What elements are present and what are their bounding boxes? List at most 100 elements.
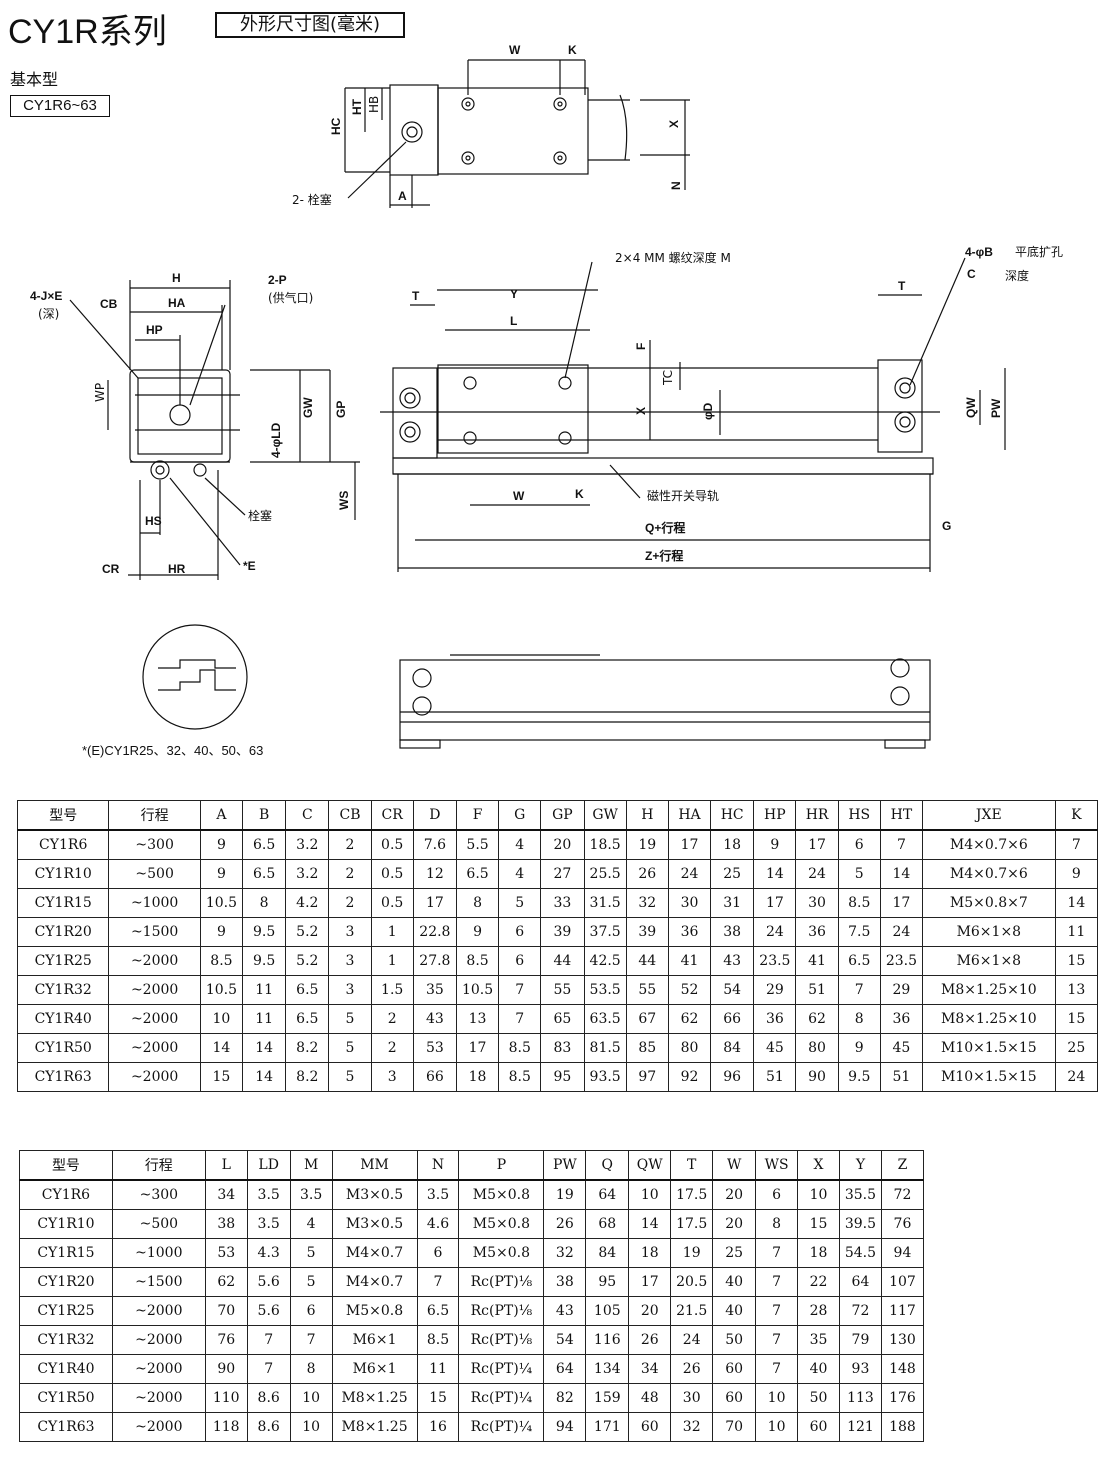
table-cell: ~2000 bbox=[111, 1354, 206, 1384]
table-cell: 11 bbox=[1054, 917, 1099, 947]
table-cell: 37.5 bbox=[583, 917, 627, 947]
table-cell: 8.5 bbox=[837, 888, 881, 918]
table-cell: 43 bbox=[412, 1004, 457, 1034]
table-cell: 31.5 bbox=[583, 888, 627, 918]
col-header: X bbox=[797, 1150, 840, 1181]
table-cell: 113 bbox=[838, 1383, 882, 1413]
table-cell: M3×0.5 bbox=[331, 1179, 418, 1210]
table-cell: 39 bbox=[540, 917, 585, 947]
table-cell: 21.5 bbox=[670, 1296, 714, 1326]
table-cell: 18 bbox=[455, 1062, 500, 1092]
table-cell: 0.5 bbox=[370, 859, 414, 889]
table-cell: ~2000 bbox=[111, 1296, 206, 1326]
svg-text:H: H bbox=[172, 271, 181, 285]
col-header: CR bbox=[370, 800, 414, 831]
table-cell: 9 bbox=[455, 917, 500, 947]
table-cell: 38 bbox=[204, 1209, 248, 1239]
col-header: Q bbox=[585, 1150, 630, 1181]
table-cell: 53.5 bbox=[583, 975, 627, 1005]
table-cell: 24 bbox=[670, 1325, 714, 1355]
table-cell: 44 bbox=[625, 946, 669, 976]
table-cell: M4×0.7 bbox=[331, 1267, 418, 1297]
table-cell: 60 bbox=[712, 1383, 757, 1413]
table-cell: 15 bbox=[1054, 946, 1099, 976]
table-cell: 41 bbox=[795, 946, 839, 976]
table-cell: 17 bbox=[455, 1033, 500, 1063]
table-cell: 26 bbox=[543, 1209, 587, 1239]
table-cell: 22.8 bbox=[412, 917, 457, 947]
table-cell: 8.5 bbox=[498, 1033, 542, 1063]
table-cell: 55 bbox=[625, 975, 669, 1005]
table-cell: ~2000 bbox=[108, 1004, 201, 1034]
table-cell: 20 bbox=[628, 1296, 672, 1326]
col-header: HP bbox=[753, 800, 797, 831]
table-cell: 9.5 bbox=[242, 946, 287, 976]
table-cell: 8.2 bbox=[285, 1062, 330, 1092]
table-cell: 25.5 bbox=[583, 859, 627, 889]
model-cell: CY1R6 bbox=[16, 829, 110, 860]
table-cell: 3 bbox=[370, 1062, 414, 1092]
table-cell: 8.5 bbox=[455, 946, 500, 976]
table-cell: 7 bbox=[246, 1354, 291, 1384]
table-cell: M5×0.8×7 bbox=[922, 888, 1056, 918]
footnote: *(E)CY1R25、32、40、50、63 bbox=[82, 743, 264, 758]
col-header: N bbox=[416, 1150, 460, 1181]
table-cell: 9 bbox=[837, 1033, 881, 1063]
model-cell: CY1R50 bbox=[16, 1033, 110, 1063]
table-cell: ~1000 bbox=[108, 888, 201, 918]
table-cell: 18.5 bbox=[583, 829, 627, 860]
table-cell: 27.8 bbox=[412, 946, 457, 976]
svg-text:HA: HA bbox=[168, 296, 186, 310]
table-cell: 81.5 bbox=[583, 1033, 627, 1063]
table-cell: 6.5 bbox=[416, 1296, 460, 1326]
svg-text:WP: WP bbox=[93, 383, 107, 402]
col-header: 行程 bbox=[108, 800, 201, 831]
table-cell: 93.5 bbox=[583, 1062, 627, 1092]
table-cell: 33 bbox=[540, 888, 585, 918]
table-cell: 52 bbox=[667, 975, 712, 1005]
svg-text:深度: 深度 bbox=[1005, 268, 1029, 283]
table-cell: 76 bbox=[204, 1325, 248, 1355]
col-header: G bbox=[498, 800, 542, 831]
table-cell: 23.5 bbox=[753, 946, 797, 976]
table-cell: ~2000 bbox=[108, 1062, 201, 1092]
table-cell: 9 bbox=[199, 859, 244, 889]
table-cell: ~500 bbox=[111, 1209, 206, 1239]
table-cell: 5.6 bbox=[246, 1267, 291, 1297]
table-cell: 25 bbox=[712, 1238, 757, 1268]
table-cell: Rc(PT)¼ bbox=[458, 1354, 545, 1384]
table-cell: 39.5 bbox=[838, 1209, 882, 1239]
table-cell: 2 bbox=[328, 859, 372, 889]
table-cell: 3.5 bbox=[246, 1179, 291, 1210]
table-cell: 48 bbox=[628, 1383, 672, 1413]
table-cell: 50 bbox=[797, 1383, 840, 1413]
svg-text:K: K bbox=[575, 487, 584, 501]
table-cell: 15 bbox=[1054, 1004, 1099, 1034]
table-cell: M5×0.8 bbox=[331, 1296, 418, 1326]
front-view bbox=[380, 257, 1006, 572]
table-cell: 50 bbox=[712, 1325, 757, 1355]
table-cell: 1.5 bbox=[370, 975, 414, 1005]
table-cell: 68 bbox=[585, 1209, 630, 1239]
table-cell: 35 bbox=[797, 1325, 840, 1355]
table-cell: 118 bbox=[204, 1412, 248, 1442]
end-view bbox=[69, 280, 360, 580]
type-label: 基本型 bbox=[10, 70, 59, 89]
col-header: CB bbox=[328, 800, 372, 831]
table-cell: 7 bbox=[755, 1325, 799, 1355]
col-header: WS bbox=[755, 1150, 799, 1181]
table-cell: M3×0.5 bbox=[331, 1209, 418, 1239]
table-cell: M8×1.25 bbox=[331, 1412, 418, 1442]
table-cell: 14 bbox=[753, 859, 797, 889]
table-cell: 6 bbox=[289, 1296, 333, 1326]
table-cell: 1 bbox=[370, 946, 414, 976]
table-cell: 36 bbox=[795, 917, 839, 947]
table-cell: 66 bbox=[710, 1004, 755, 1034]
table-cell: 6.5 bbox=[285, 975, 330, 1005]
